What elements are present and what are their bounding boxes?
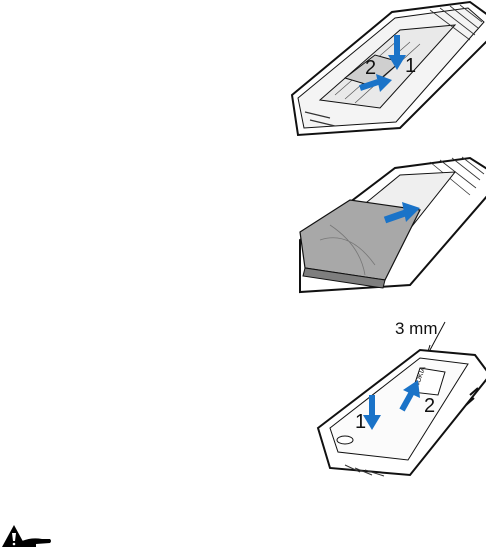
step-1-label: 1 <box>355 411 366 433</box>
sim-card-insertion-figure: 1 2 <box>0 0 486 140</box>
battery-insertion-figure <box>0 150 486 300</box>
step-1-label: 1 <box>405 55 416 77</box>
dimension-label: 3 mm <box>395 319 438 338</box>
warning-hand-icon <box>0 515 60 548</box>
step-2-label: 2 <box>365 57 376 79</box>
back-cover-figure: 3 mm NOKIA 1 2 <box>0 300 486 490</box>
step-2-label: 2 <box>424 395 435 417</box>
